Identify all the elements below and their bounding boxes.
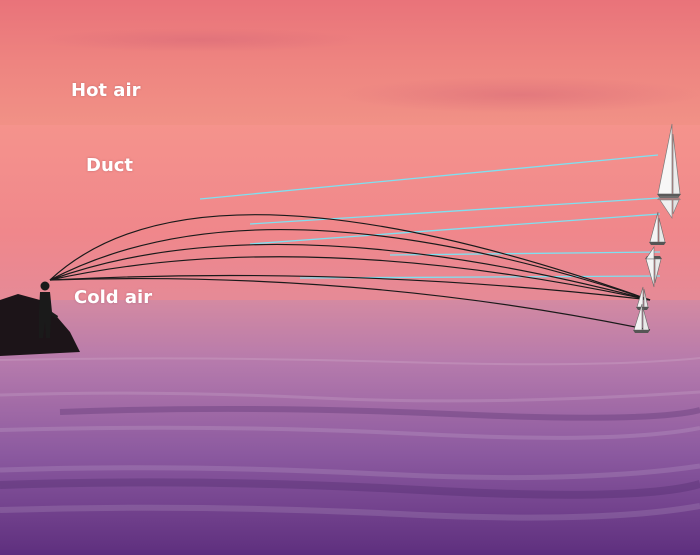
duct-label: Duct	[86, 155, 134, 176]
wave-shadows	[0, 405, 700, 499]
sea	[0, 300, 700, 555]
sailboat-icon	[657, 123, 681, 219]
duct-layer	[0, 125, 700, 303]
wave-lines	[0, 357, 700, 521]
cold-air-label: Cold air	[74, 287, 153, 308]
sailboat-icon	[633, 303, 650, 333]
person-silhouette-icon	[39, 281, 58, 338]
sailboat-icon	[649, 211, 666, 245]
sailboat-icon	[636, 286, 649, 310]
ray-paths	[49, 214, 651, 331]
cloud-wisp	[40, 28, 360, 52]
cloud-wisp	[340, 77, 700, 113]
hot-air-label: Hot air	[71, 80, 141, 101]
sailboat-icon	[645, 246, 662, 288]
